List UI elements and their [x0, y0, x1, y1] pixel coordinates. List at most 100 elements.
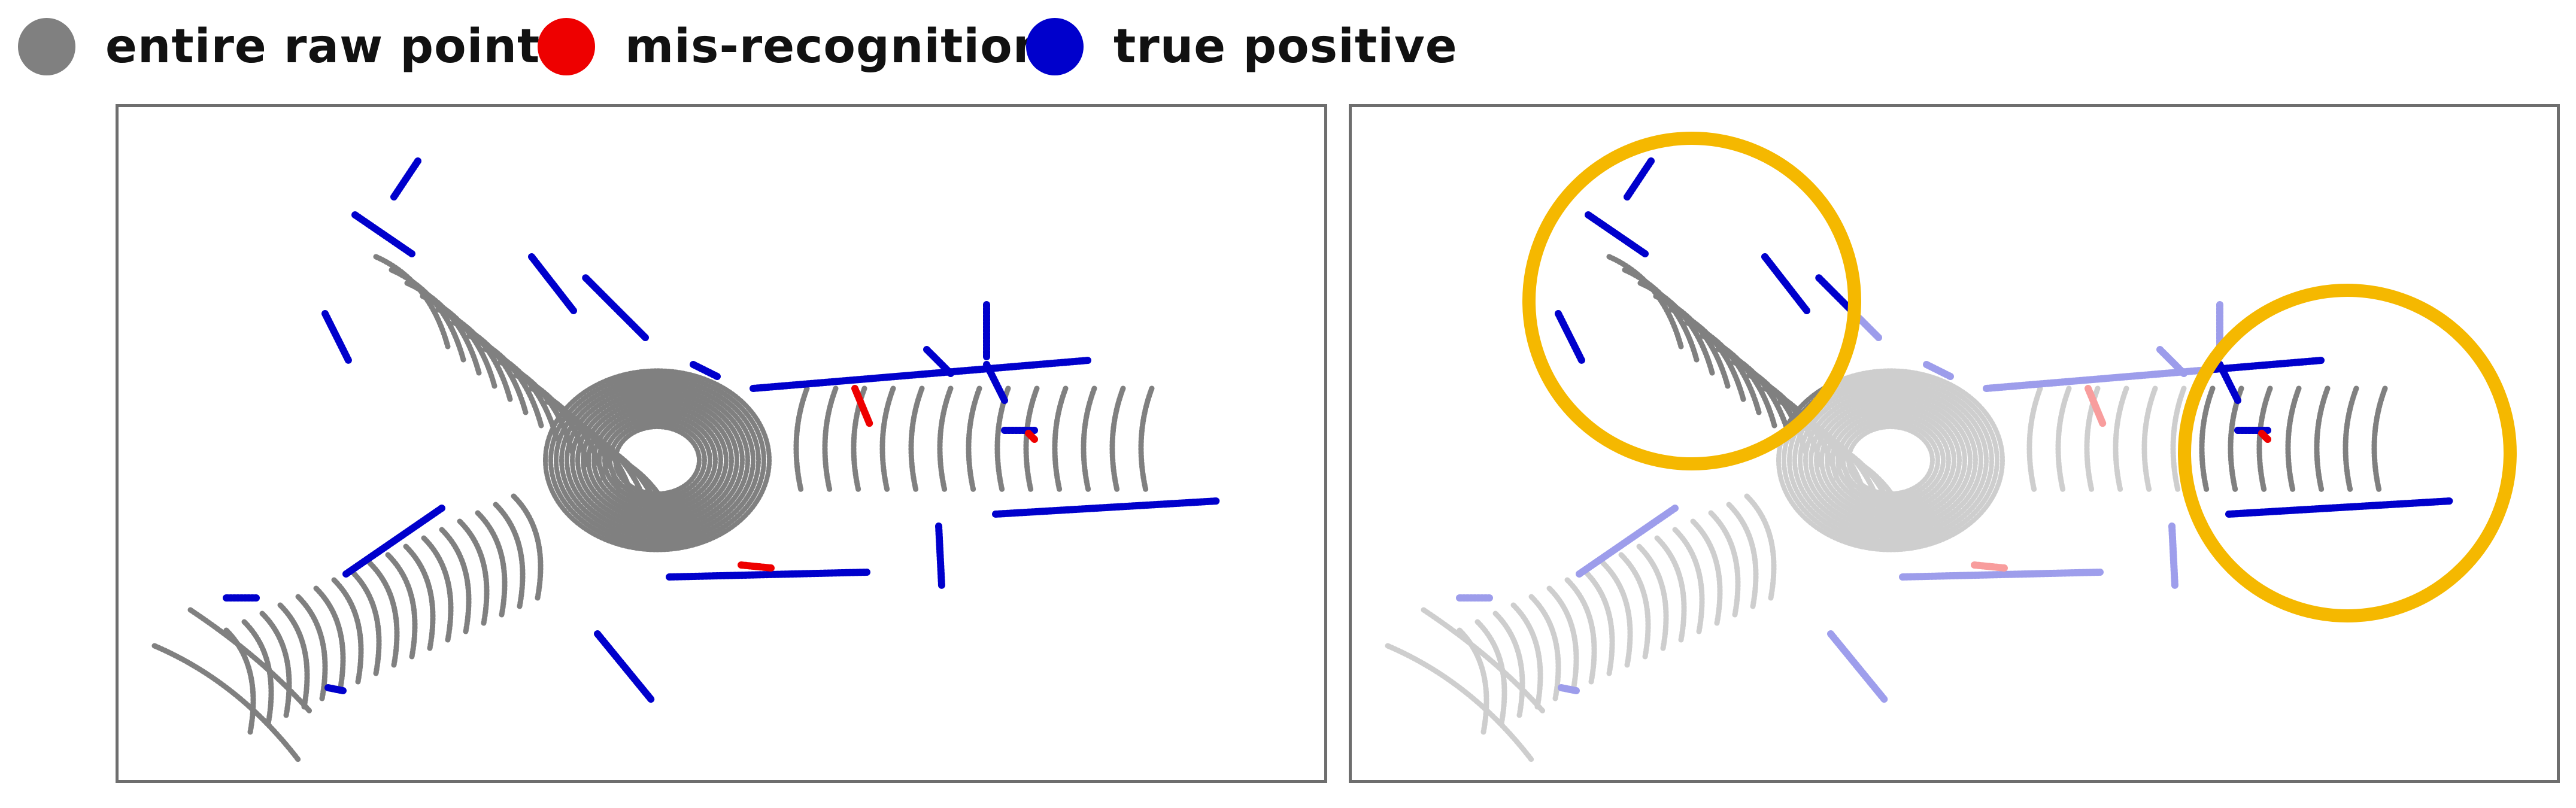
true-positive-segment: [2225, 497, 2454, 518]
true-positive-segment: [2216, 361, 2241, 404]
point-cloud-scene-left: [151, 157, 1221, 763]
raw-scanline-lower-left: [1492, 610, 1525, 718]
highlight-circle-upper-left: [1522, 132, 1861, 470]
true-positive-segment: [690, 361, 721, 380]
raw-scanline-lower-left: [1654, 535, 1687, 643]
true-positive-segment: [2156, 346, 2187, 377]
legend-raw-dot-icon: [18, 18, 75, 75]
highlight-circle-right: [2178, 284, 2517, 622]
raw-scanline-lower-left: [1510, 602, 1543, 710]
legend-mis-dot-icon: [538, 18, 595, 75]
raw-scanline-lower-left: [1744, 493, 1777, 601]
raw-scanline-lower-left: [367, 560, 400, 668]
raw-scanline-right: [994, 385, 1011, 493]
legend-mis-label: mis-recognition: [625, 20, 1047, 74]
raw-scanline-lower-left: [1600, 560, 1633, 668]
raw-scanline-lower-left: [1636, 543, 1669, 651]
raw-scanline-lower-left: [1474, 619, 1507, 727]
raw-ring: [1830, 411, 1952, 509]
true-positive-segment: [342, 505, 445, 578]
true-positive-segment: [528, 253, 577, 314]
true-positive-segment: [390, 157, 421, 201]
raw-ring: [1819, 403, 1962, 518]
true-positive-segment: [1576, 505, 1679, 578]
legend: entire raw points mis-recognition true p…: [18, 11, 1458, 83]
true-positive-segment: [992, 497, 1221, 518]
raw-tail: [187, 607, 313, 715]
legend-item-mis: mis-recognition: [538, 11, 1046, 83]
mis-recognition-segment: [851, 385, 873, 428]
raw-scanline-lower-left: [1564, 577, 1597, 685]
raw-scanline-lower-left: [1726, 502, 1759, 609]
true-positive-segment: [2168, 523, 2178, 590]
raw-scanline-right: [2256, 385, 2273, 493]
raw-scanline-right: [822, 385, 839, 493]
true-positive-segment: [1585, 211, 1649, 257]
raw-scanline-right: [2170, 385, 2187, 493]
true-positive-segment: [351, 211, 415, 257]
true-positive-segment: [1558, 684, 1580, 694]
raw-ring: [1841, 420, 1941, 501]
raw-scanline-right: [966, 385, 982, 493]
raw-scanline-lower-left: [277, 602, 310, 710]
true-positive-segment: [1624, 157, 1655, 201]
mis-recognition-segment: [738, 561, 775, 572]
raw-scanline-lower-left: [511, 493, 544, 601]
raw-scanline-lower-left: [1618, 552, 1651, 660]
raw-scanline-upper-left: [1809, 425, 1886, 521]
raw-scanline-right: [2228, 385, 2244, 493]
true-positive-segment: [594, 630, 655, 703]
raw-scanline-right: [2026, 385, 2043, 493]
raw-scanline-lower-left: [403, 543, 436, 651]
raw-ring: [1787, 376, 1995, 544]
raw-ring: [597, 411, 718, 509]
raw-scanline-lower-left: [313, 585, 346, 693]
true-positive-segment: [321, 310, 353, 365]
true-positive-segment: [750, 357, 1092, 392]
true-positive-segment: [1923, 361, 1954, 380]
true-positive-segment: [1899, 569, 2104, 581]
raw-ring: [586, 403, 729, 518]
raw-scanline-lower-left: [295, 594, 328, 701]
raw-ring: [1809, 394, 1973, 527]
point-cloud-panel-right: [1349, 104, 2560, 783]
raw-scanline-lower-left: [1546, 585, 1579, 693]
true-positive-segment: [324, 684, 347, 694]
raw-ring: [1803, 390, 1979, 531]
true-positive-segment: [1761, 253, 1810, 314]
raw-scanline-lower-left: [259, 610, 292, 718]
raw-scanline-right: [2314, 385, 2331, 493]
legend-tp-label: true positive: [1113, 20, 1458, 74]
raw-scanline-right: [2055, 385, 2072, 493]
raw-scanline-right: [2371, 385, 2388, 493]
raw-scanline-right: [2113, 385, 2129, 493]
raw-scanline-right: [2084, 385, 2101, 493]
mis-recognition-segment: [2258, 430, 2271, 443]
legend-item-raw: entire raw points: [18, 11, 569, 83]
raw-scanline-lower-left: [1582, 569, 1615, 676]
raw-tail: [1388, 646, 1531, 760]
raw-scanline-lower-left: [1457, 627, 1489, 735]
raw-scanline-lower-left: [349, 569, 382, 676]
true-positive-segment: [582, 274, 649, 341]
raw-scanline-upper-left: [606, 451, 684, 547]
raw-scanline-right: [908, 385, 925, 493]
raw-scanline-right: [2141, 385, 2158, 493]
raw-scanline-right: [793, 385, 810, 493]
raw-scanline-right: [1138, 385, 1155, 493]
true-positive-segment: [1827, 630, 1888, 703]
point-cloud-panel-left: [116, 104, 1327, 783]
raw-ring: [1825, 407, 1957, 514]
raw-tail: [1421, 607, 1546, 715]
mis-recognition-segment: [1025, 430, 1038, 443]
raw-scanline-right: [937, 385, 954, 493]
raw-scanline-right: [1109, 385, 1126, 493]
raw-scanline-right: [1081, 385, 1097, 493]
true-positive-segment: [935, 523, 945, 590]
raw-ring: [1798, 385, 1984, 535]
legend-item-tp: true positive: [1026, 11, 1458, 83]
mis-recognition-segment: [1971, 561, 2008, 572]
point-cloud-highlight-right: [1388, 301, 2454, 760]
raw-scanline-right: [1023, 385, 1040, 493]
true-positive-segment: [923, 346, 954, 377]
